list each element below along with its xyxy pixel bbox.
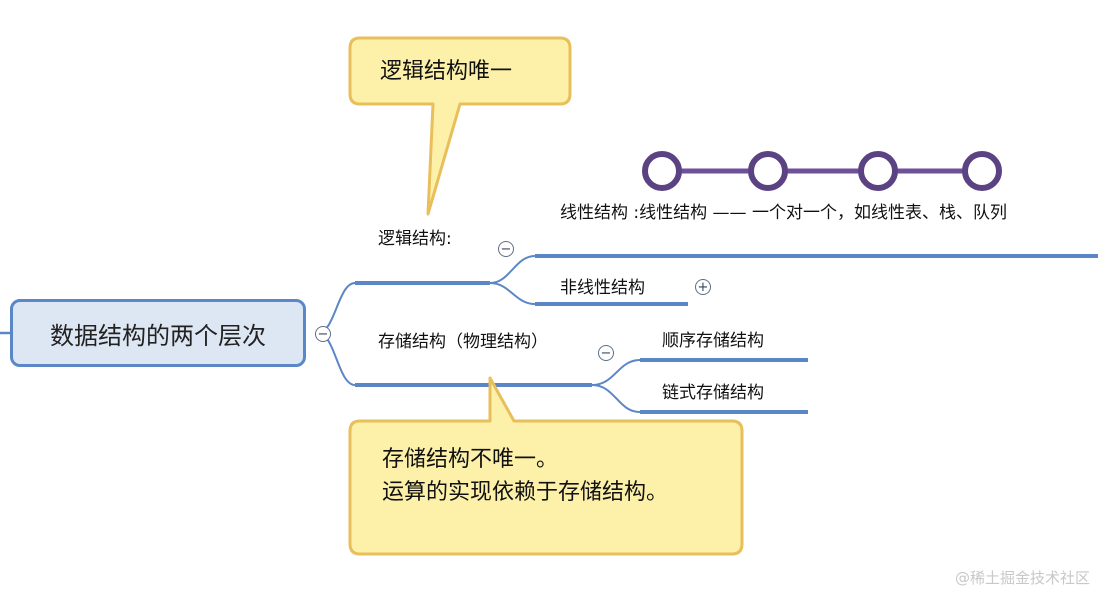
logical-structure-label[interactable]: 逻辑结构: [378,229,452,249]
connector-logical-to-nonlinear [489,282,536,305]
storage-structure-label[interactable]: 存储结构（物理结构） [378,332,548,352]
chain-node [748,151,788,191]
root-node[interactable]: 数据结构的两个层次 [10,299,306,367]
nonlinear-structure-label[interactable]: 非线性结构 [560,278,645,298]
callout-top-text: 逻辑结构唯一 [380,59,513,84]
root-node-label: 数据结构的两个层次 [50,321,266,350]
logical-collapse-toggle[interactable]: − [498,241,514,257]
chain-node [642,151,682,191]
root-collapse-toggle[interactable]: − [315,326,331,342]
callout-top-bubble [348,36,572,216]
watermark-text: @稀土掘金技术社区 [954,569,1090,587]
callout-bottom-text-line2: 运算的实现依赖于存储结构。 [382,480,669,505]
connector-logical-to-linear [489,255,536,284]
callout-bottom-bubble [348,376,744,556]
connector-storage-to-sequential [591,359,641,386]
linked-storage-label[interactable]: 链式存储结构 [662,383,764,403]
nonlinear-expand-toggle[interactable]: + [695,279,711,295]
storage-collapse-toggle[interactable]: − [598,345,614,361]
linear-structure-label[interactable]: 线性结构 :线性结构 —— 一个对一个，如线性表、栈、队列 [560,203,1007,223]
chain-node [962,151,1002,191]
callout-bottom-text-line1: 存储结构不唯一。 [382,447,559,472]
connector-storage-to-linked [591,384,641,413]
chain-node [858,151,898,191]
linear-chain-illustration [642,151,1002,191]
sequential-storage-label[interactable]: 顺序存储结构 [662,331,764,351]
